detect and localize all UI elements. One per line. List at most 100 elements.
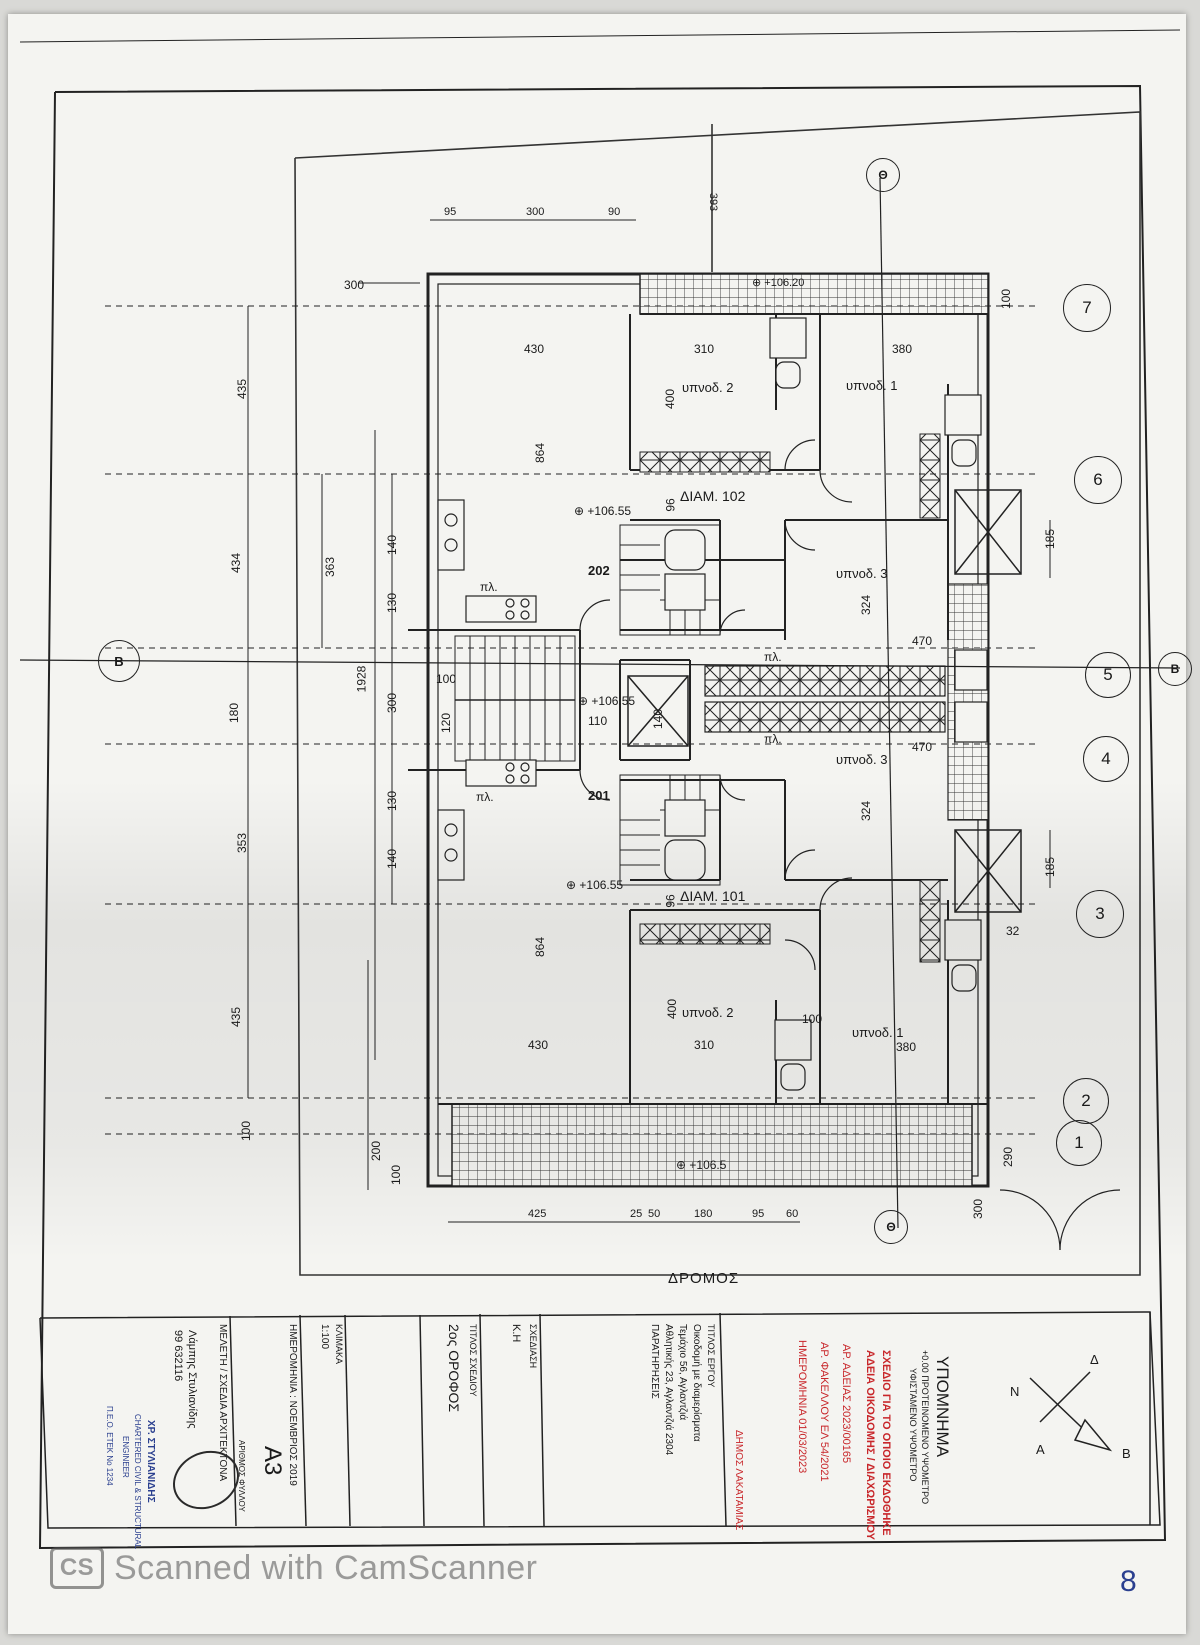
dim-int-15: 96 <box>663 894 678 908</box>
dim-bottom-3: 180 <box>694 1208 713 1220</box>
drawing-title-label: ΤΙΤΛΟΣ ΣΧΕΔΙΟΥ <box>468 1324 478 1397</box>
drawing-label: ΣΧΕΔΙΑΣΗ <box>528 1324 538 1369</box>
kitchen-counters <box>437 499 537 881</box>
dim-bottom-1: 25 <box>630 1208 643 1220</box>
permit-date: ΗΜΕΡΟΜΗΝΙΑ 01/03/2023 <box>796 1340 808 1474</box>
dim-top-1: 300 <box>526 206 545 218</box>
level-b: ⊕ +106.55 <box>578 694 636 708</box>
page-mark: 8 <box>1120 1565 1137 1598</box>
dim-bottom-2: 50 <box>648 1208 661 1220</box>
stamp-line-3: ENGINEER <box>121 1436 130 1478</box>
bedroom-2-lower-label: υπνοδ. 2 <box>682 1005 734 1020</box>
unit-201-label: 201 <box>588 788 610 803</box>
dim-left-outer-3: 353 <box>235 832 250 854</box>
level-d: ⊕ +106.5 <box>676 1158 727 1172</box>
balcony-bottom <box>451 1103 973 1187</box>
unit-202-label: 202 <box>588 563 610 578</box>
legend-line-2: ΥΦΙΣΤΑΜΕΝΟ ΥΨΟΜΕΤΡΟ <box>908 1368 918 1482</box>
dim-int-19: 140 <box>651 708 666 730</box>
dim-int-21: 185 <box>1043 528 1058 550</box>
bedroom-2-upper-label: υπνοδ. 2 <box>682 380 734 395</box>
pl-label-4: πλ. <box>764 732 782 746</box>
project-line-1: Οικοδομή με διαμερίσματα <box>691 1324 702 1442</box>
light-wells <box>954 489 1022 913</box>
balcony-top <box>639 273 989 315</box>
dim-int-2: 430 <box>528 1038 549 1052</box>
dim-int-13: 470 <box>912 740 933 754</box>
stamp-line-1: ΧΡ. ΣΤΥΛΙΑΝΙΔΗΣ <box>145 1420 156 1503</box>
project-line-2: Τεμάχιο 56, Αγλαντζιά <box>677 1324 688 1421</box>
dimension-lines <box>247 219 1051 1223</box>
camscanner-logo-icon: CS <box>50 1547 104 1589</box>
dim-left-outer-1: 434 <box>229 552 244 574</box>
dim-left-outer-4: 435 <box>229 1006 244 1028</box>
dim-int-0: 430 <box>524 342 545 356</box>
doors <box>579 439 1121 1251</box>
dim-int-14: 96 <box>663 498 678 512</box>
dim-left-outer-5: 100 <box>239 1120 254 1142</box>
dim-int-20: 100 <box>802 1012 823 1026</box>
apt-102-label: ΔΙΑΜ. 102 <box>680 488 746 504</box>
dim-int-11: 324 <box>859 800 874 822</box>
pl-label-2: πλ. <box>476 790 494 804</box>
legend-title: ΥΠΟΜΝΗΜΑ <box>933 1356 952 1458</box>
axis-6: 6 <box>1074 456 1122 504</box>
dim-top-vertical: 393 <box>707 192 720 212</box>
axis-7: 7 <box>1063 284 1111 332</box>
interior-walls <box>408 313 988 1105</box>
pl-label-1: πλ. <box>480 580 498 594</box>
dim-int-3: 864 <box>533 936 548 958</box>
designer-name: Λάμπης Στυλιανίδης <box>186 1330 198 1429</box>
dim-int-26: 300 <box>971 1198 986 1220</box>
dim-bottom-5: 60 <box>786 1208 799 1220</box>
dim-left-inner-0: 363 <box>323 556 338 578</box>
stamp-line-4: Π.Ε.Ο. ΕΤΕΚ Νο 1234 <box>105 1406 114 1486</box>
section-marker-th-top: Θ <box>866 158 900 192</box>
dim-int-10: 324 <box>859 594 874 616</box>
remarks: ΠΑΡΑΤΗΡΗΣΕΙΣ <box>649 1324 660 1399</box>
section-lines <box>19 177 1181 1229</box>
dim-int-17: 120 <box>439 712 454 734</box>
sheet-number: Α3 <box>259 1446 286 1476</box>
north-label-d: Δ <box>1090 1352 1099 1367</box>
bedroom-3-lower-label: υπνοδ. 3 <box>836 752 888 767</box>
project-label: ΤΙΤΛΟΣ ΕΡΓΟΥ <box>706 1324 716 1388</box>
street-label: ΔΡΟΜΟΣ <box>668 1270 740 1287</box>
dim-top-2: 90 <box>608 206 621 218</box>
level-c: ⊕ +106.55 <box>566 878 624 892</box>
date-label: ΗΜΕΡΟΜΗΝΙΑ : ΝΟΕΜΒΡΙΟΣ 2019 <box>287 1324 298 1486</box>
scale-label: ΚΛΙΜΑΚΑ <box>334 1324 344 1365</box>
scale-value: 1:100 <box>319 1324 330 1350</box>
dim-left-outer-0: 435 <box>235 378 250 400</box>
dim-int-5: 380 <box>892 342 913 356</box>
designer-phone: 99 632116 <box>172 1330 184 1382</box>
dim-int-12: 470 <box>912 634 933 648</box>
dim-int-25: 290 <box>1001 1146 1016 1168</box>
apt-101-label: ΔΙΑΜ. 101 <box>680 888 746 904</box>
bedroom-1-lower-label: υπνοδ. 1 <box>852 1025 904 1040</box>
scanner-watermark: CS Scanned with CamScanner <box>50 1546 538 1590</box>
dim-left-extra-2: 200 <box>369 1140 384 1162</box>
dim-int-4: 310 <box>694 342 715 356</box>
dim-left-outer-2: 180 <box>227 702 242 724</box>
dim-int-22: 185 <box>1043 856 1058 878</box>
north-label-b: Β <box>1122 1446 1131 1461</box>
elevator-shaft <box>627 675 689 747</box>
level-e: ⊕ +106.20 <box>752 277 805 289</box>
axis-3: 3 <box>1076 890 1124 938</box>
drawing-title: 2ος ΟΡΟΦΟΣ <box>446 1324 462 1413</box>
north-label-n: Ν <box>1010 1384 1020 1399</box>
dim-top-0: 95 <box>444 206 457 218</box>
grid-lines <box>105 305 1040 1135</box>
level-a: ⊕ +106.55 <box>574 504 632 518</box>
dim-left-extra-0: 300 <box>344 278 365 292</box>
dim-left-inner-1: 140 <box>385 534 400 556</box>
dim-int-18: 110 <box>588 714 608 728</box>
permit-title: ΣΧΕΔΙΟ ΓΙΑ ΤΟ ΟΠΟΙΟ ΕΚΔΟΘΗΚΕ <box>880 1350 892 1536</box>
section-marker-th-bottom: Θ <box>874 1210 908 1244</box>
axis-2: 2 <box>1063 1078 1109 1124</box>
site-boundary <box>294 111 1141 1276</box>
axis-5: 5 <box>1085 652 1131 698</box>
authority: ΔΗΜΟΣ ΛΑΚΑΤΑΜΙΑΣ <box>733 1430 744 1531</box>
file-number: ΑΡ. ΦΑΚΕΛΛΟΥ ΕΛ 54/2021 <box>818 1342 830 1482</box>
